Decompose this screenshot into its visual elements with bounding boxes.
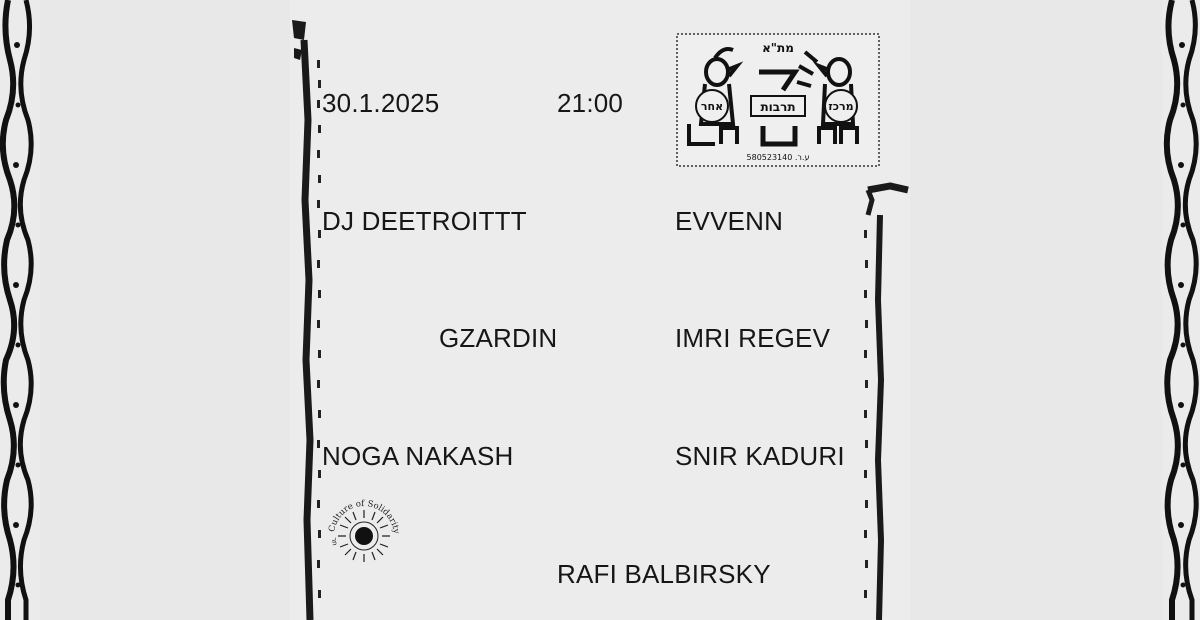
solidarity-seal-icon: Culture of Solidarity תרבות של סולידריות <box>320 492 401 562</box>
venue-logo-stamp: תרבות אחר מרכז מת"א ע.ר. 580523140 <box>676 33 880 167</box>
lineup-artist: NOGA NAKASH <box>322 441 514 471</box>
center-glyph-icon <box>759 69 800 92</box>
lineup-artist: EVVENN <box>675 206 784 236</box>
logo-right-word: מרכז <box>828 100 853 113</box>
logo-center-word: תרבות <box>760 100 795 114</box>
event-time: 21:00 <box>557 88 624 118</box>
left-ornament-border <box>0 0 40 620</box>
lineup-artist: RAFI BALBIRSKY <box>557 559 771 589</box>
logo-left-word: אחר <box>701 100 723 113</box>
event-date: 30.1.2025 <box>322 88 440 118</box>
lineup-artist: DJ DEETROITTT <box>322 206 527 236</box>
left-bird-icon <box>687 47 744 146</box>
lineup-artist: IMRI REGEV <box>675 323 831 353</box>
logo-registration: ע.ר. 580523140 <box>747 153 810 162</box>
event-poster: 30.1.2025 21:00 DJ DEETROITTT EVVENN GZA… <box>290 0 910 620</box>
logo-top-text: מת"א <box>762 41 794 55</box>
lineup-artist: GZARDIN <box>439 323 558 353</box>
right-ornament-border <box>1162 0 1200 620</box>
lineup-artist: SNIR KADURI <box>675 441 845 471</box>
poster-frame <box>292 20 909 620</box>
